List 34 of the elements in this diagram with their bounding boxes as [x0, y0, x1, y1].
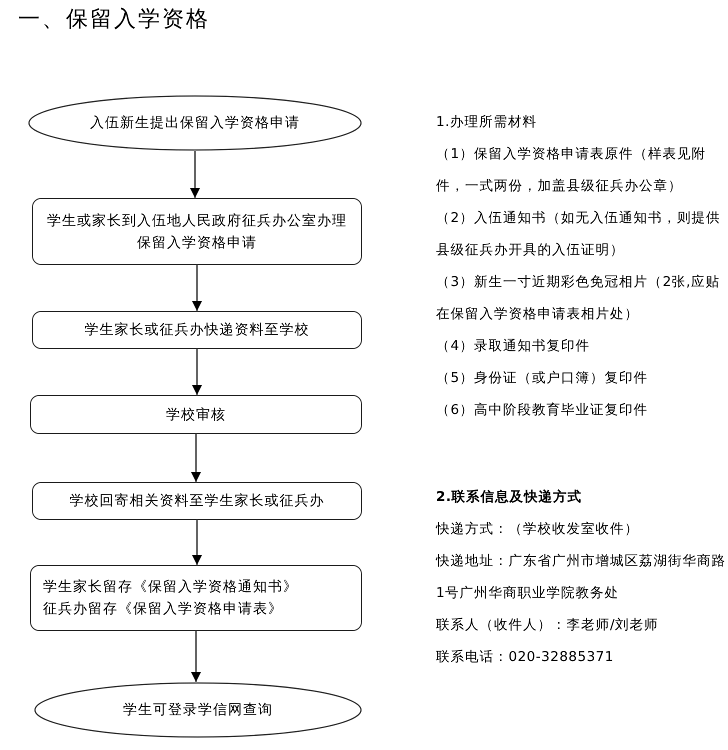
- info-text: 联系电话：020-32885371: [436, 648, 615, 667]
- arrow: [192, 265, 202, 311]
- info-text: （6）高中阶段教育毕业证复印件: [436, 401, 650, 420]
- step-text: 学生或家长到入伍地人民政府征兵办公室办理保留入学资格申请: [46, 212, 348, 252]
- arrow: [191, 631, 201, 682]
- arrow: [190, 151, 200, 198]
- arrow: [191, 434, 201, 482]
- info-text: 快递地址：广东省广州市增城区荔湖街华商路1号广州华商职业学院教务处: [436, 552, 726, 603]
- info-text: （1）保留入学资格申请表原件（样表见附件，一式两份，加盖县级征兵办公章）: [436, 145, 708, 196]
- arrow: [192, 349, 202, 395]
- terminal-oval: [34, 682, 362, 738]
- info-text: （4）录取通知书复印件: [436, 337, 592, 356]
- arrow: [192, 520, 202, 565]
- info-text: 联系人（收件人）：李老师/刘老师: [436, 616, 660, 635]
- section-heading: 1.办理所需材料: [436, 113, 538, 132]
- step-text: 学校审核: [166, 406, 226, 424]
- step-text: 学生家长留存《保留入学资格通知书》: [43, 578, 298, 597]
- step-text: 学生家长或征兵办快递资料至学校: [84, 321, 310, 340]
- info-text: 快递方式：（学校收发室收件）: [436, 520, 640, 539]
- step-text: 学校回寄相关资料至学生家长或征兵办: [70, 492, 324, 511]
- process-box: [30, 565, 362, 631]
- section-heading: 2.联系信息及快递方式: [436, 488, 584, 507]
- info-text: （2）入伍通知书（如无入伍通知书，则提供县级征兵办开具的入伍证明）: [436, 209, 722, 260]
- process-box: [32, 482, 362, 520]
- step-text: 学生可登录学信网查询: [123, 701, 273, 720]
- step-text: 征兵办留存《保留入学资格申请表》: [43, 600, 283, 619]
- info-text: （3）新生一寸近期彩色免冠相片（2张,应贴在保留入学资格申请表相片处）: [436, 273, 721, 324]
- page-title: 一、保留入学资格: [18, 6, 210, 34]
- terminal-oval: [28, 95, 362, 151]
- process-box: [32, 198, 362, 265]
- step-text: 入伍新生提出保留入学资格申请: [90, 114, 300, 133]
- process-box: [32, 311, 362, 349]
- process-box: [30, 395, 362, 434]
- info-text: （5）身份证（或户口簿）复印件: [436, 369, 650, 388]
